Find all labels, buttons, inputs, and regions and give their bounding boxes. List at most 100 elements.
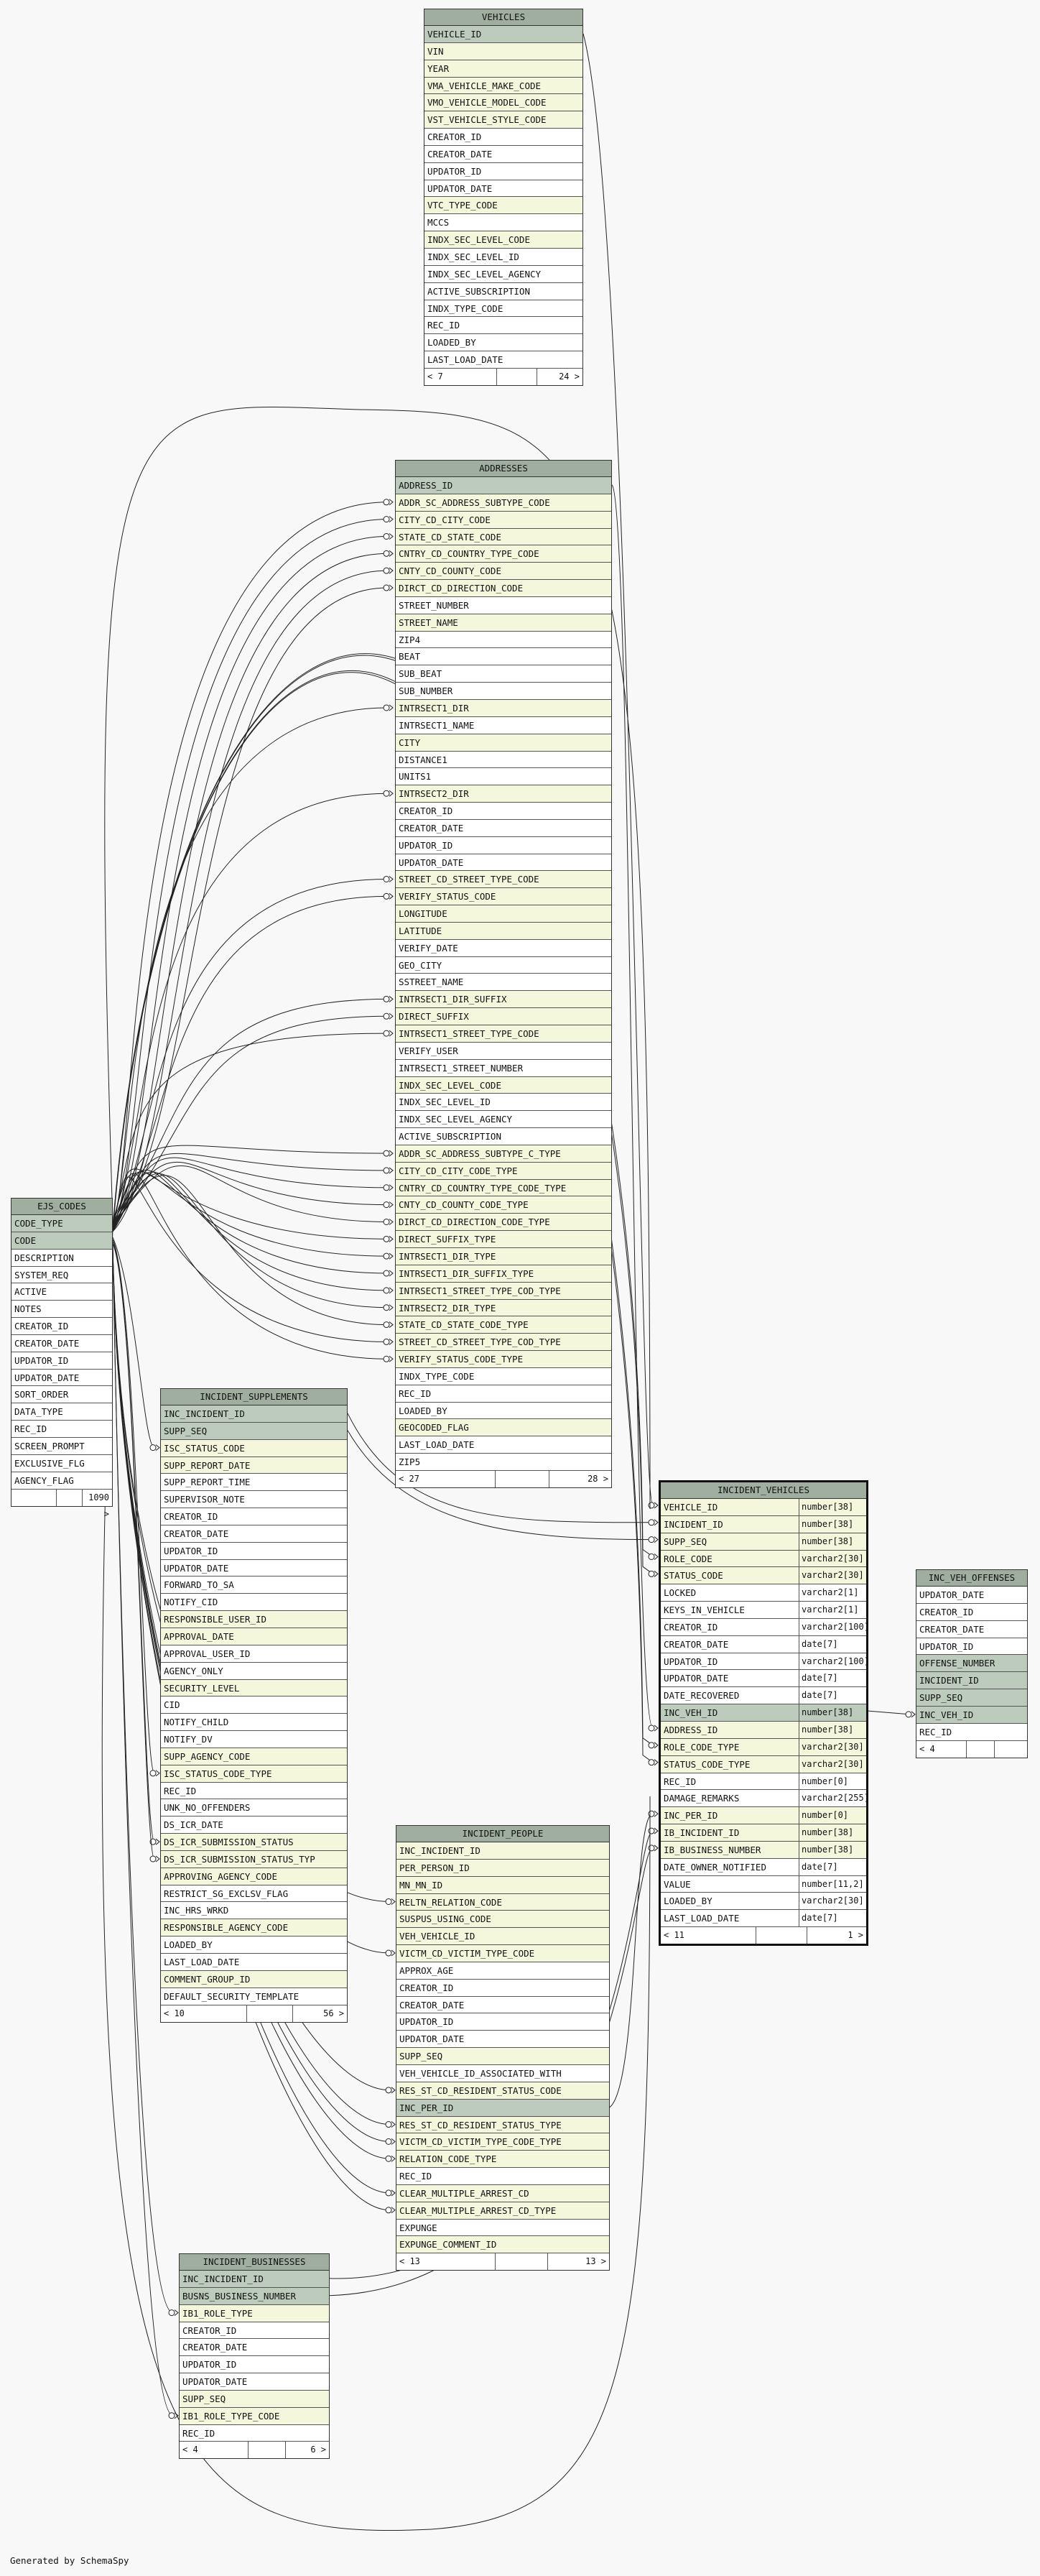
column-row[interactable]: NOTIFY_CID [161,1594,347,1612]
column-row[interactable]: CREATOR_ID [396,803,611,820]
column-row[interactable]: REC_ID [916,1723,1027,1741]
column-row[interactable]: VICTM_CD_VICTIM_TYPE_CODE [396,1945,609,1962]
column-row[interactable]: IB1_ROLE_TYPE [180,2304,329,2322]
column-row[interactable]: ADDR_SC_ADDRESS_SUBTYPE_CODE [396,494,611,512]
table-title[interactable]: EJS_CODES [11,1199,112,1215]
column-row[interactable]: SYSTEM_REQ [11,1266,112,1284]
column-row[interactable]: LAST_LOAD_DATE [396,1436,611,1454]
column-row[interactable]: APPROX_AGE [396,1962,609,1980]
column-row[interactable]: SUSPUS_USING_CODE [396,1911,609,1929]
column-row[interactable]: REC_ID [396,2168,609,2185]
column-row[interactable]: INDX_SEC_LEVEL_CODE [424,231,582,249]
column-row[interactable]: MN_MN_ID [396,1876,609,1894]
column-row[interactable]: CITY_CD_CITY_CODE [396,511,611,529]
column-row[interactable]: INTRSECT1_DIR_SUFFIX [396,991,611,1009]
column-row[interactable]: VEH_VEHICLE_ID_ASSOCIATED_WITH [396,2064,609,2082]
column-row[interactable]: ZIP5 [396,1454,611,1471]
column-row[interactable]: VERIFY_USER [396,1042,611,1060]
column-row[interactable]: NOTES [11,1301,112,1319]
parents-count[interactable]: < 4 [180,2442,249,2459]
parents-count[interactable]: < 27 [396,1470,496,1487]
column-row[interactable]: SUPERVISOR_NOTE [161,1491,347,1509]
column-row[interactable]: ADDRESS_ID [396,477,611,494]
column-row[interactable]: CNTY_CD_COUNTY_CODE_TYPE [396,1196,611,1214]
column-row[interactable]: INCIDENT_ID [916,1672,1027,1690]
column-row[interactable]: RESTRICT_SG_EXCLSV_FLAG [161,1885,347,1903]
column-row[interactable]: EXCLUSIVE_FLG [11,1454,112,1472]
column-row[interactable]: UPDATOR_ID [424,162,582,180]
column-row[interactable]: INTRSECT1_DIR_TYPE [396,1247,611,1265]
column-row[interactable]: AGENCY_ONLY [161,1662,347,1680]
column-row[interactable]: VST_VEHICLE_STYLE_CODE [424,111,582,129]
column-row[interactable]: INC_VEH_ID [916,1706,1027,1724]
column-row[interactable]: UPDATOR_ID [161,1542,347,1560]
column-row[interactable]: CNTY_CD_COUNTY_CODE [396,563,611,581]
column-row[interactable]: ISC_STATUS_CODE [161,1439,347,1457]
children-count[interactable]: 1 > [848,1930,863,1941]
column-row[interactable]: BEAT [396,648,611,666]
column-row[interactable]: INDX_SEC_LEVEL_AGENCY [396,1111,611,1129]
column-row[interactable]: CREATOR_DATE [396,1996,609,2014]
column-row[interactable]: SUB_BEAT [396,665,611,683]
column-row[interactable]: ZIP4 [396,631,611,649]
column-row[interactable]: REC_ID [180,2424,329,2442]
column-row[interactable]: SUB_NUMBER [396,683,611,700]
children-count[interactable]: 13 > [585,2256,606,2267]
column-row[interactable]: UPDATOR_DATE [180,2373,329,2391]
column-row[interactable]: UPDATOR_DATE [396,2031,609,2049]
column-row[interactable]: STREET_CD_STREET_TYPE_COD_TYPE [396,1334,611,1352]
children-count[interactable]: 6 > [310,2445,326,2455]
column-row[interactable]: CNTRY_CD_COUNTRY_TYPE_CODE [396,545,611,563]
column-row[interactable]: CREATOR_ID [396,1979,609,1997]
column-row[interactable]: RELTN_RELATION_CODE [396,1893,609,1911]
column-row[interactable]: VMA_VEHICLE_MAKE_CODE [424,77,582,95]
column-row[interactable]: CREATOR_ID [161,1508,347,1525]
column-row[interactable]: REC_ID [11,1421,112,1438]
column-row[interactable]: ACTIVE_SUBSCRIPTION [396,1128,611,1145]
column-row[interactable]: LAST_LOAD_DATE [161,1954,347,1971]
column-row[interactable]: SUPP_SEQ [916,1689,1027,1707]
column-row[interactable]: DEFAULT_SECURITY_TEMPLATE [161,1988,347,2005]
column-row[interactable]: VERIFY_STATUS_CODE_TYPE [396,1351,611,1368]
column-row[interactable]: VEH_VEHICLE_ID [396,1928,609,1946]
column-row[interactable]: GEOCODED_FLAG [396,1419,611,1437]
column-row[interactable]: INC_INCIDENT_ID [180,2271,329,2288]
column-row[interactable]: UPDATOR_DATE [424,180,582,198]
column-row[interactable]: UPDATOR_ID [396,2013,609,2031]
column-row[interactable]: CNTRY_CD_COUNTRY_TYPE_CODE_TYPE [396,1179,611,1197]
column-row[interactable]: CREATOR_ID [180,2322,329,2340]
children-count[interactable] [995,1741,1027,1758]
parents-count[interactable]: < 13 [396,2253,496,2271]
column-row[interactable]: SUPP_SEQ [180,2390,329,2408]
column-row[interactable]: UPDATOR_ID [396,836,611,854]
column-row[interactable]: RESPONSIBLE_AGENCY_CODE [161,1919,347,1937]
column-row[interactable]: ISC_STATUS_CODE_TYPE [161,1765,347,1783]
column-row[interactable]: CODE [11,1232,112,1250]
column-row[interactable]: EXPUNGE [396,2219,609,2237]
column-row[interactable]: REC_ID [424,317,582,335]
column-row[interactable]: REC_ID [396,1385,611,1403]
column-row[interactable]: SUPP_REPORT_TIME [161,1474,347,1492]
column-row[interactable]: INTRSECT2_DIR_TYPE [396,1299,611,1317]
column-row[interactable]: VIN [424,42,582,60]
column-row[interactable]: RESPONSIBLE_USER_ID [161,1611,347,1628]
column-row[interactable]: VEHICLE_ID [424,26,582,43]
column-row[interactable]: BUSNS_BUSINESS_NUMBER [180,2287,329,2305]
column-row[interactable]: INTRSECT1_NAME [396,716,611,734]
column-row[interactable]: INTRSECT1_DIR_SUFFIX_TYPE [396,1265,611,1283]
column-row[interactable]: INTRSECT1_STREET_TYPE_CODE [396,1025,611,1043]
